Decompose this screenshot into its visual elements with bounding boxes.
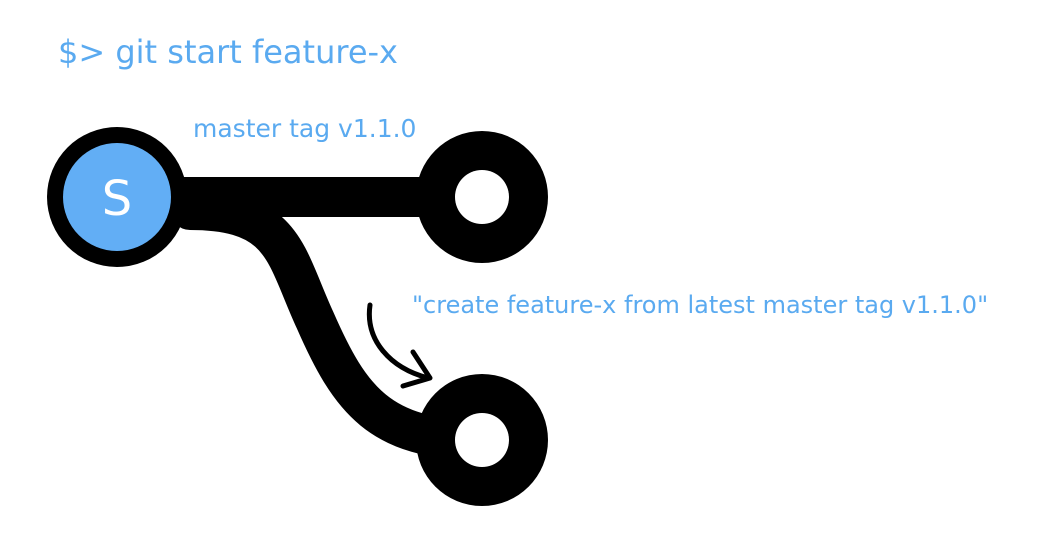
command-title: $> git start feature-x xyxy=(58,33,398,71)
master-head-node-hole xyxy=(455,170,509,224)
master-tag-label: master tag v1.1.0 xyxy=(193,114,416,143)
start-node-letter: S xyxy=(102,171,132,227)
arrow-head-icon xyxy=(400,349,433,389)
feature-head-node-hole xyxy=(455,413,509,467)
curved-arrow-icon xyxy=(366,302,431,381)
start-node-inner xyxy=(63,143,171,251)
feature-branch-curve xyxy=(170,190,500,460)
annotation-text: "create feature-x from latest master tag… xyxy=(412,291,988,319)
